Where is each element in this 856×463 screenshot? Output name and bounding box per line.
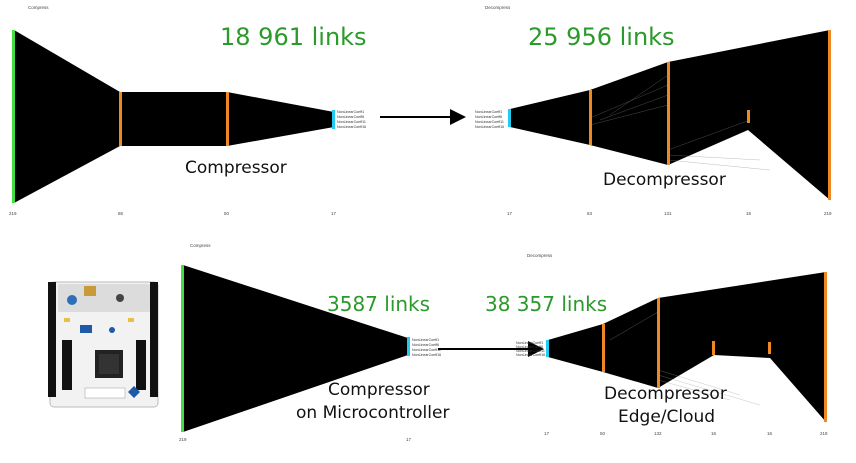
microcontroller-board-icon: [48, 281, 159, 408]
bottom-decompress-hidden-layer-2: [657, 298, 660, 388]
bottom-decompress-panel-title: Decompress: [527, 253, 553, 258]
bottom-compress-panel-title: Compress: [190, 243, 211, 248]
bottom-decompress-links-count: 38 357 links: [485, 292, 607, 316]
latent-label: NonLinearCoeff16: [412, 353, 441, 357]
layer-size-label: 219: [820, 431, 828, 436]
latent-label: NonLinearCoeff1: [516, 341, 543, 345]
bottom-decompressor-panel: Decompress NonLinearCoeff1 NonLinearCoef…: [485, 253, 828, 436]
latent-label: NonLinearCoeff1: [475, 110, 502, 114]
layer-size-label: 63: [587, 211, 593, 216]
latent-label: NonLinearCoeff11: [412, 348, 441, 352]
top-compress-panel-title: Compress: [28, 5, 49, 10]
bottom-decompress-latent-labels: NonLinearCoeff1 NonLinearCoeff6 NonLinea…: [516, 341, 545, 357]
layer-size-label: 17: [331, 211, 337, 216]
top-compressor-panel: Compress NonLinearCoeff1 NonLinearCoeff6…: [9, 5, 367, 216]
top-decompress-hidden-layer-1: [589, 90, 592, 145]
top-compress-links-1: [14, 30, 120, 203]
latent-label: NonLinearCoeff6: [412, 343, 439, 347]
layer-size-label: 50: [224, 211, 230, 216]
bottom-decompress-links-2: [603, 298, 658, 388]
top-decompress-links-count: 25 956 links: [528, 23, 675, 51]
latent-label: NonLinearCoeff11: [337, 120, 366, 124]
top-decompress-hidden-layer-2: [667, 62, 670, 165]
bottom-decompress-links-1: [548, 324, 603, 372]
layer-size-label: 16: [746, 211, 752, 216]
latent-label: NonLinearCoeff16: [475, 125, 504, 129]
top-decompress-output-layer: [828, 30, 831, 200]
bottom-decompress-latent-layer: [546, 340, 549, 357]
bottom-compress-links-count: 3587 links: [327, 292, 430, 316]
layer-size-label: 17: [544, 431, 550, 436]
top-compress-links-count: 18 961 links: [220, 23, 367, 51]
latent-label: NonLinearCoeff6: [516, 345, 543, 349]
top-compress-links-3: [227, 92, 334, 146]
layer-size-label: 132: [654, 431, 662, 436]
top-decompress-panel-title: Decompress: [485, 5, 511, 10]
bottom-decompress-output-layer: [824, 272, 827, 422]
top-decompress-links-2: [590, 62, 668, 165]
latent-label: NonLinearCoeff16: [516, 353, 545, 357]
top-decompress-latent-layer: [508, 109, 511, 127]
bottom-decompress-hidden-layer-4: [768, 342, 771, 354]
top-decompress-latent-labels: NonLinearCoeff1 NonLinearCoeff6 NonLinea…: [475, 110, 504, 129]
latent-label: NonLinearCoeff11: [516, 349, 545, 353]
layer-size-label: 86: [118, 211, 124, 216]
bottom-decompress-sparse-links: [609, 311, 761, 406]
latent-label: NonLinearCoeff16: [337, 125, 366, 129]
bottom-decompress-hidden-layer-3: [712, 341, 715, 355]
bottom-compress-latent-layer: [407, 337, 410, 356]
bottom-decompress-hidden-layer-1: [602, 324, 605, 372]
top-compress-caption: Compressor: [185, 158, 287, 178]
layer-size-label: 17: [406, 437, 412, 442]
top-compress-links-2: [120, 92, 227, 146]
latent-label: NonLinearCoeff6: [475, 115, 502, 119]
top-decompressor-panel: Decompress NonLinearCoeff1 NonLinearCoef…: [475, 5, 832, 216]
bottom-compress-input-layer: [181, 265, 184, 432]
latent-label: NonLinearCoeff6: [337, 115, 364, 119]
layer-size-label: 219: [9, 211, 17, 216]
layer-size-label: 131: [664, 211, 672, 216]
bottom-compress-caption-line1: Compressor: [328, 380, 430, 400]
top-compress-input-layer: [12, 30, 15, 203]
latent-label: NonLinearCoeff1: [337, 110, 364, 114]
bottom-compress-latent-labels: NonLinearCoeff1 NonLinearCoeff6 NonLinea…: [412, 338, 441, 357]
layer-size-label: 219: [179, 437, 187, 442]
bottom-compress-caption-line2: on Microcontroller: [296, 403, 449, 423]
top-decompress-caption: Decompressor: [603, 170, 726, 190]
layer-size-label: 16: [711, 431, 717, 436]
layer-size-label: 50: [600, 431, 606, 436]
top-compress-hidden-layer-2: [226, 92, 229, 146]
top-decompress-hidden-layer-3: [747, 110, 750, 123]
top-compress-latent-labels: NonLinearCoeff1 NonLinearCoeff6 NonLinea…: [337, 110, 366, 129]
latent-label: NonLinearCoeff11: [475, 120, 504, 124]
layer-size-label: 17: [507, 211, 513, 216]
latent-label: NonLinearCoeff1: [412, 338, 439, 342]
layer-size-label: 16: [767, 431, 773, 436]
top-compress-hidden-layer-1: [119, 92, 122, 146]
layer-size-label: 219: [824, 211, 832, 216]
bottom-decompress-caption-line2: Edge/Cloud: [618, 407, 715, 427]
bottom-compress-links: [183, 265, 408, 432]
top-decompress-sparse-links: [589, 74, 771, 171]
bottom-decompress-links-3: [658, 272, 826, 422]
top-decompress-links-1: [510, 90, 590, 145]
top-compress-latent-layer: [332, 110, 335, 129]
bottom-compressor-panel: Compress NonLinearCoeff1 NonLinearCoeff6…: [179, 243, 449, 442]
bottom-decompress-caption-line1: Decompressor: [604, 384, 727, 404]
